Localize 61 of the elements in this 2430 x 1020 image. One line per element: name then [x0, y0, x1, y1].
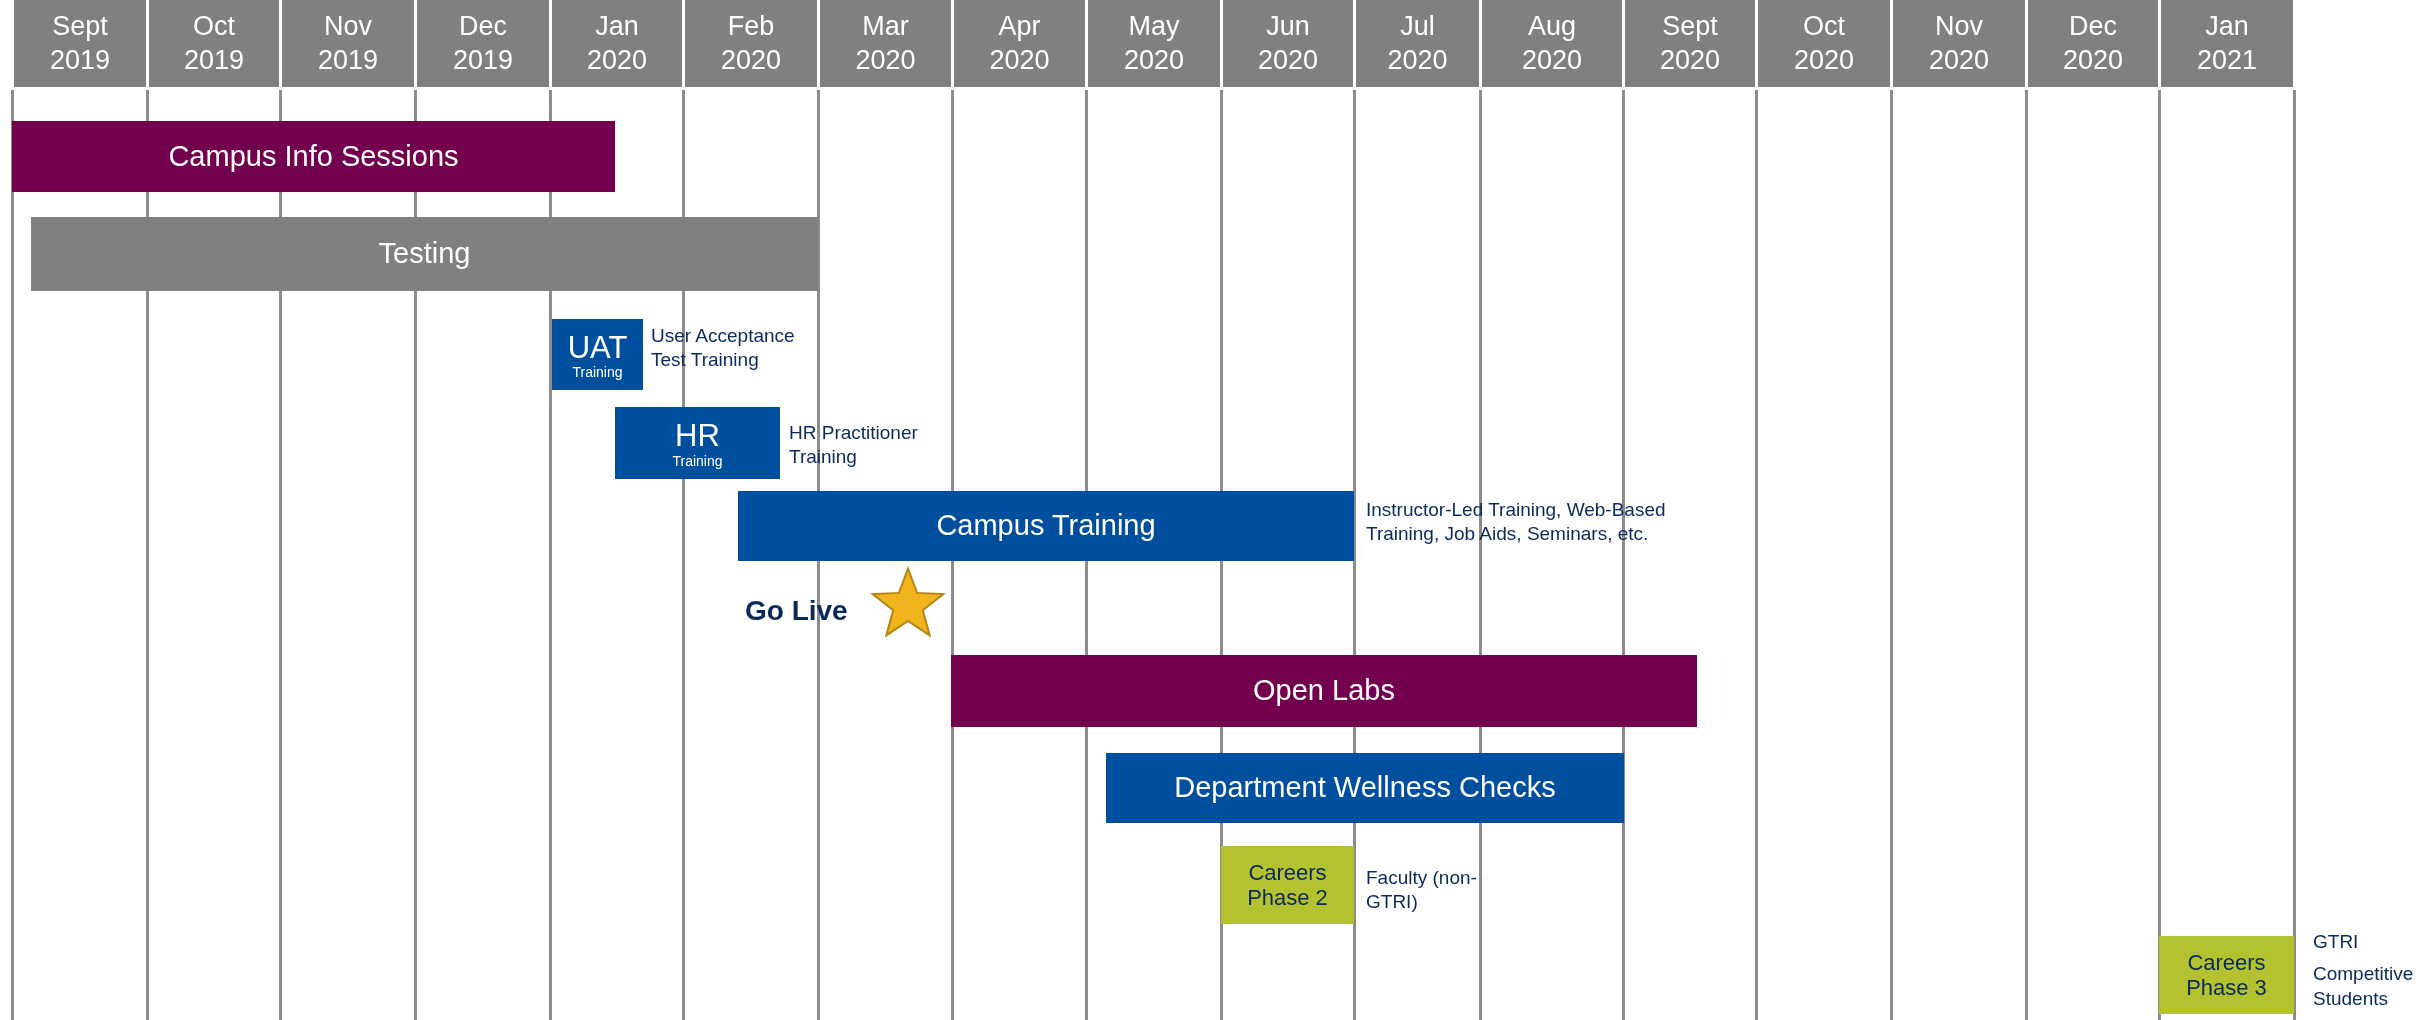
month-header: [2161, 0, 2293, 87]
milestone-label: Go Live: [745, 595, 848, 627]
month-header: [954, 0, 1085, 87]
timeline-bar: [12, 121, 615, 192]
bar-label: Open Labs: [1253, 674, 1395, 708]
month-header: [1482, 0, 1622, 87]
month-header: [1625, 0, 1755, 87]
timeline-bar: [951, 655, 1697, 727]
month-label: Oct 2019: [182, 9, 246, 77]
bar-note: Instructor-Led Training, Web-Based Training, Job Aids, Seminars, etc.: [1366, 498, 1667, 547]
month-label: Feb 2020: [719, 9, 783, 77]
month-header: [685, 0, 817, 87]
month-label: Nov 2019: [316, 9, 380, 77]
month-label: Jan 2021: [2195, 9, 2259, 77]
bar-note: HR Practitioner Training: [789, 421, 919, 470]
timeline-bar: [615, 407, 780, 479]
bar-sublabel: Training: [572, 365, 623, 380]
month-header: [1088, 0, 1220, 87]
bar-label: Department Wellness Checks: [1174, 771, 1556, 805]
month-header: [1893, 0, 2025, 87]
month-label: May 2020: [1122, 9, 1186, 77]
bar-label: Careers Phase 3: [2185, 949, 2268, 1001]
bar-label: Campus Training: [936, 509, 1156, 543]
month-header: [552, 0, 682, 87]
bar-note: Competitive Students: [2313, 962, 2415, 1011]
timeline-bar: [31, 217, 818, 291]
month-header: [1758, 0, 1890, 87]
month-label: Sept 2019: [48, 9, 112, 77]
bar-label: Careers Phase 2: [1246, 859, 1329, 911]
month-header: [417, 0, 549, 87]
month-header: [2028, 0, 2158, 87]
month-label: Nov 2020: [1927, 9, 1991, 77]
timeline-bar: [738, 491, 1354, 561]
bar-label: Testing: [378, 237, 471, 271]
month-header: [282, 0, 414, 87]
month-label: Dec 2020: [2061, 9, 2125, 77]
month-label: Aug 2020: [1520, 9, 1584, 77]
month-label: Jun 2020: [1256, 9, 1320, 77]
month-header: [1356, 0, 1479, 87]
month-label: Apr 2020: [988, 9, 1051, 77]
month-label: Oct 2020: [1792, 9, 1856, 77]
timeline-bar: [1221, 846, 1354, 924]
timeline-bar: [552, 319, 643, 390]
bar-label: HR: [675, 418, 720, 454]
bar-sublabel: Training: [672, 453, 723, 468]
bar-label: UAT: [567, 329, 628, 366]
month-header: [1223, 0, 1353, 87]
bar-note: Faculty (non-GTRI): [1366, 866, 1478, 915]
month-label: Jul 2020: [1386, 9, 1449, 77]
bar-label: Campus Info Sessions: [168, 139, 459, 174]
month-header: [820, 0, 951, 87]
timeline-bar: [1106, 753, 1624, 823]
bar-note: User Acceptance Test Training: [651, 324, 796, 373]
month-label: Jan 2020: [585, 9, 649, 77]
month-label: Dec 2019: [451, 9, 515, 77]
bar-note: GTRI: [2313, 930, 2360, 954]
month-header: [149, 0, 279, 87]
month-header: [14, 0, 146, 87]
month-label: Sept 2020: [1658, 9, 1722, 77]
timeline-bar: [2159, 936, 2294, 1014]
month-label: Mar 2020: [854, 9, 917, 77]
